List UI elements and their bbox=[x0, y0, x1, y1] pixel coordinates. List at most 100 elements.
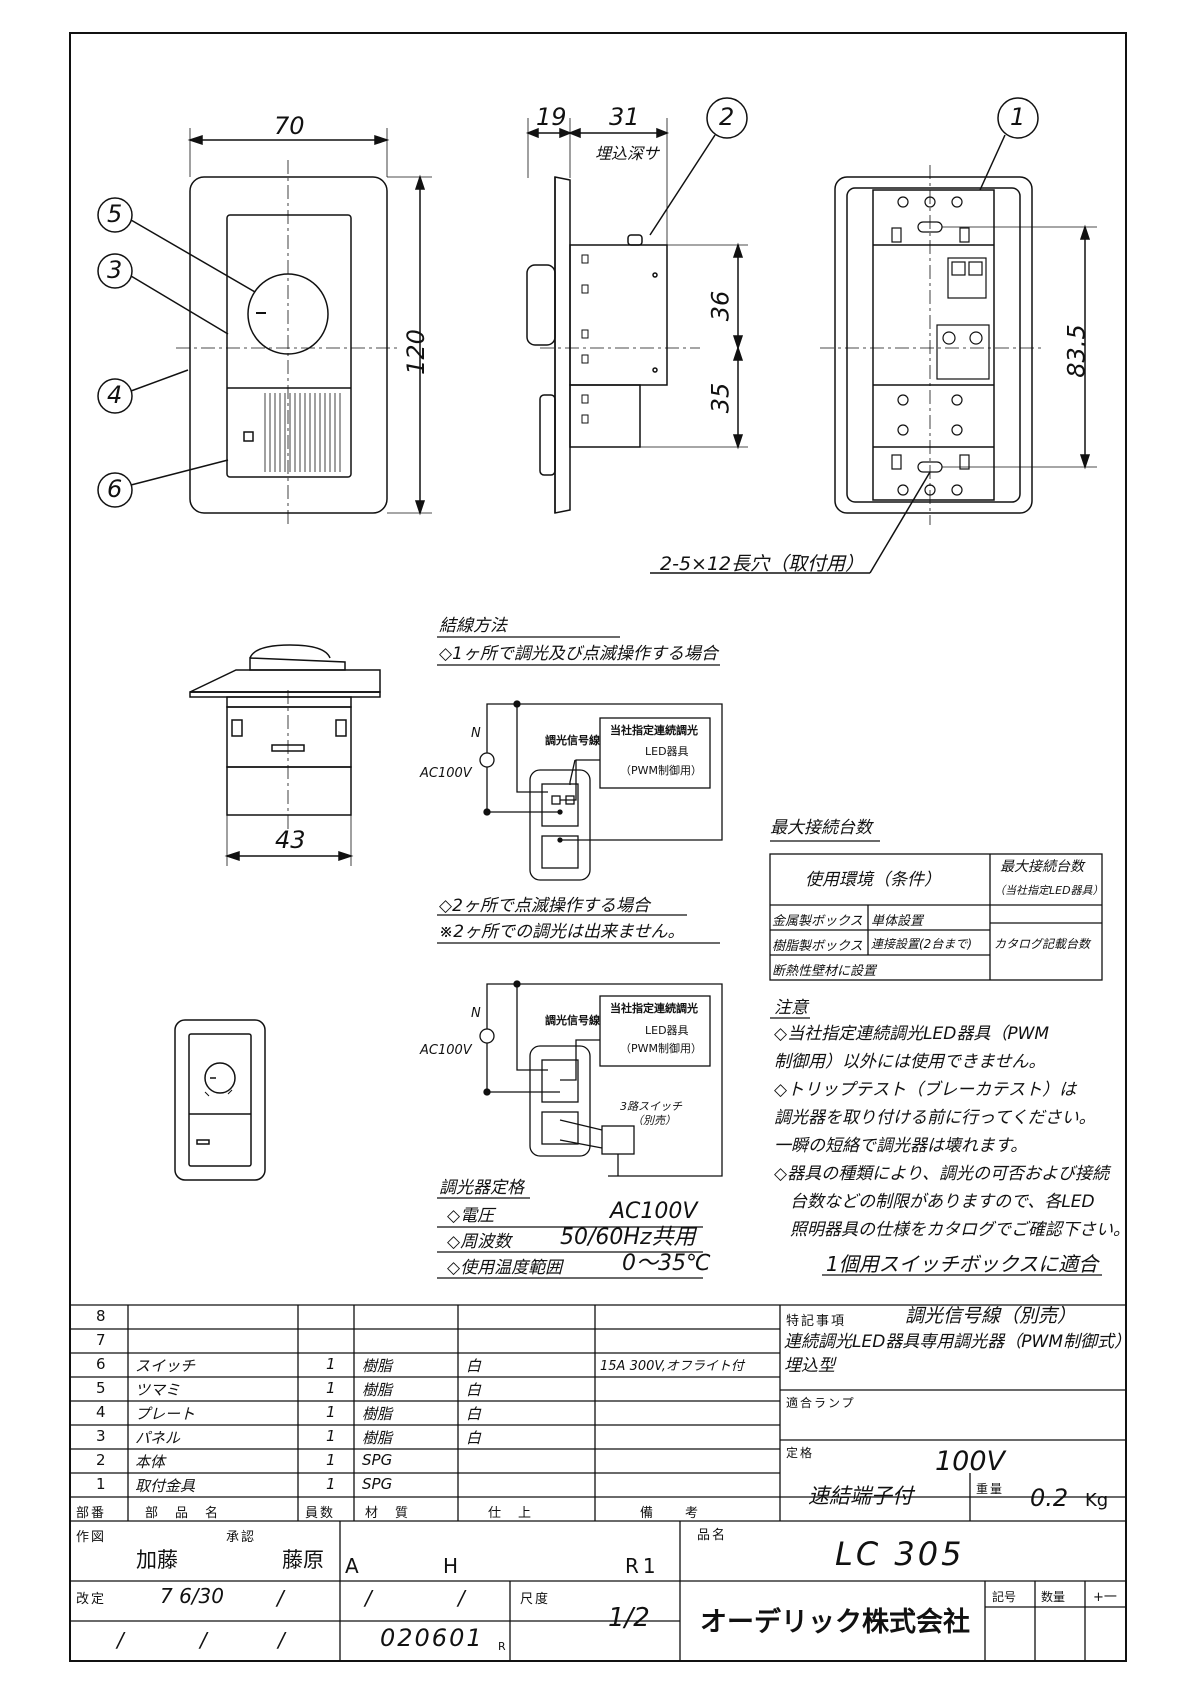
dim-bottom-width: 43 bbox=[275, 826, 306, 854]
wiring-fixture-1b: LED器具 bbox=[645, 745, 689, 758]
company-name: オーデリック株式会社 bbox=[700, 1607, 970, 1638]
parts-cell-name: 本体 bbox=[135, 1453, 166, 1471]
dim-back-pitch: 83.5 bbox=[1062, 324, 1091, 378]
parts-cell-qty: 1 bbox=[326, 1379, 336, 1397]
dash-label: +一 bbox=[1093, 1590, 1117, 1605]
parts-cell-name: 取付金具 bbox=[135, 1477, 196, 1495]
parts-cell-name: パネル bbox=[135, 1429, 181, 1447]
callout-2: 2 bbox=[719, 103, 735, 131]
small-switch-view bbox=[174, 1019, 266, 1181]
caution-line-5: 一瞬の短絡で調光器は壊れます。 bbox=[774, 1136, 1028, 1156]
max-connect-value: カタログ記載台数 bbox=[994, 937, 1091, 951]
drawing-number: 020601 bbox=[380, 1624, 484, 1652]
rating-voltage: AC100V bbox=[610, 1199, 698, 1224]
parts-cell-no: 5 bbox=[96, 1379, 106, 1397]
parts-cell-qty: 1 bbox=[326, 1427, 336, 1445]
front-view bbox=[97, 128, 432, 525]
header-qty: 員数 bbox=[305, 1506, 336, 1521]
wiring-fixture-2b: LED器具 bbox=[645, 1024, 689, 1037]
parts-cell-no: 2 bbox=[96, 1451, 106, 1469]
weight-label: 重量 bbox=[976, 1482, 1005, 1496]
header-finish: 仕 上 bbox=[488, 1506, 534, 1521]
product-name: LC 305 bbox=[835, 1535, 965, 1573]
rating-value: 100V bbox=[935, 1446, 1006, 1477]
dim-side-lower: 35 bbox=[706, 382, 735, 414]
approved-label: 承認 bbox=[226, 1530, 257, 1545]
scale-label: 尺度 bbox=[520, 1592, 551, 1607]
qty-label: 数量 bbox=[1041, 1590, 1066, 1604]
wiring-n-2: N bbox=[471, 1006, 481, 1021]
max-connect-col2a: 最大接続台数 bbox=[1000, 859, 1084, 875]
revision-slash-5: / bbox=[200, 1628, 207, 1652]
rating-freq-label: ◇周波数 bbox=[447, 1232, 512, 1252]
back-view bbox=[650, 97, 1097, 574]
parts-cell-material: 樹脂 bbox=[362, 1405, 393, 1423]
caution-line-6: ◇器具の種類により、調光の可否および接続 bbox=[774, 1164, 1110, 1184]
dim-front-height: 120 bbox=[401, 329, 430, 375]
parts-cell-material: 樹脂 bbox=[362, 1357, 393, 1375]
dim-side-depth: 31 bbox=[609, 103, 640, 131]
spec-line-2: 連続調光LED器具専用調光器（PWM制御式） bbox=[784, 1332, 1132, 1352]
revision-label: 改定 bbox=[76, 1592, 107, 1607]
rating-freq: 50/60Hz共用 bbox=[560, 1225, 696, 1250]
caution-line-8: 照明器具の仕様をカタログでご確認下さい。 bbox=[790, 1220, 1130, 1240]
parts-cell-remark: 15A 300V,オフライト付 bbox=[600, 1359, 744, 1374]
parts-cell-name: ツマミ bbox=[135, 1381, 181, 1399]
parts-cell-qty: 1 bbox=[326, 1403, 336, 1421]
drawn-by: 加藤 bbox=[136, 1548, 178, 1572]
parts-cell-no: 4 bbox=[96, 1403, 106, 1421]
header-no: 部番 bbox=[76, 1506, 107, 1521]
wiring-n-1: N bbox=[471, 726, 481, 741]
callout-6: 6 bbox=[107, 475, 123, 503]
parts-cell-no: 7 bbox=[96, 1331, 106, 1349]
code-h: H bbox=[443, 1554, 459, 1578]
parts-cell-material: 樹脂 bbox=[362, 1381, 393, 1399]
caution-title: 注意 bbox=[774, 998, 808, 1018]
wiring-case1: ◇1ヶ所で調光及び点滅操作する場合 bbox=[439, 644, 718, 664]
rating-temp-label: ◇使用温度範囲 bbox=[447, 1258, 563, 1278]
wiring-diagram-2 bbox=[479, 980, 723, 1177]
parts-cell-material: SPG bbox=[362, 1475, 393, 1493]
spec-line-3: 埋込型 bbox=[784, 1356, 835, 1376]
weight-value: 0.2 bbox=[1030, 1484, 1069, 1512]
wiring-fixture-2c: （PWM制御用） bbox=[620, 1042, 703, 1055]
revision-slash-3: / bbox=[458, 1586, 465, 1610]
sym-label: 記号 bbox=[992, 1590, 1017, 1604]
parts-cell-name: プレート bbox=[135, 1405, 196, 1423]
parts-table bbox=[70, 1304, 1126, 1661]
approved-by: 藤原 bbox=[282, 1548, 324, 1572]
max-connect-table bbox=[769, 853, 1103, 981]
rating-title: 調光器定格 bbox=[439, 1178, 524, 1198]
revision-slash-2: / bbox=[365, 1586, 372, 1610]
caution-line-1: ◇当社指定連続調光LED器具（PWM bbox=[774, 1024, 1050, 1044]
dim-front-width: 70 bbox=[274, 112, 305, 140]
mount-hole-label: 2-5×12長穴（取付用） bbox=[660, 553, 865, 575]
parts-cell-no: 3 bbox=[96, 1427, 106, 1445]
wiring-fixture-1c: （PWM制御用） bbox=[620, 764, 703, 777]
parts-cell-qty: 1 bbox=[326, 1451, 336, 1469]
parts-cell-material: SPG bbox=[362, 1451, 393, 1469]
spec-line-1: 調光信号線（別売） bbox=[905, 1305, 1077, 1327]
parts-cell-finish: 白 bbox=[466, 1429, 482, 1447]
revision-slash-6: / bbox=[278, 1628, 285, 1652]
three-way-switch-label: 3路スイッチ bbox=[620, 1100, 682, 1113]
wiring-ac-2: AC100V bbox=[420, 1043, 472, 1058]
parts-cell-no: 8 bbox=[96, 1307, 106, 1325]
caution-line-7: 台数などの制限がありますので、各LED bbox=[790, 1192, 1095, 1212]
max-connect-row2b: 連接設置(2台まで) bbox=[871, 937, 972, 951]
lamp-label: 適合ランプ bbox=[786, 1396, 856, 1410]
revision-date: 7 6/30 bbox=[160, 1584, 224, 1608]
rev: R1 bbox=[625, 1554, 660, 1578]
wiring-case2-line2: ※2ヶ所での調光は出来ません。 bbox=[439, 922, 685, 942]
dim-side-label: 埋込深サ bbox=[595, 144, 660, 163]
callout-1: 1 bbox=[1010, 103, 1026, 131]
max-connect-row1b: 単体設置 bbox=[871, 914, 924, 929]
code-a: A bbox=[345, 1554, 359, 1578]
max-connect-row1a: 金属製ボックス bbox=[772, 914, 863, 929]
parts-cell-finish: 白 bbox=[466, 1405, 482, 1423]
drawn-label: 作図 bbox=[76, 1530, 107, 1545]
header-name: 部 品 名 bbox=[145, 1506, 221, 1521]
callout-3: 3 bbox=[107, 256, 123, 284]
fits-note: 1個用スイッチボックスに適合 bbox=[826, 1252, 1099, 1276]
